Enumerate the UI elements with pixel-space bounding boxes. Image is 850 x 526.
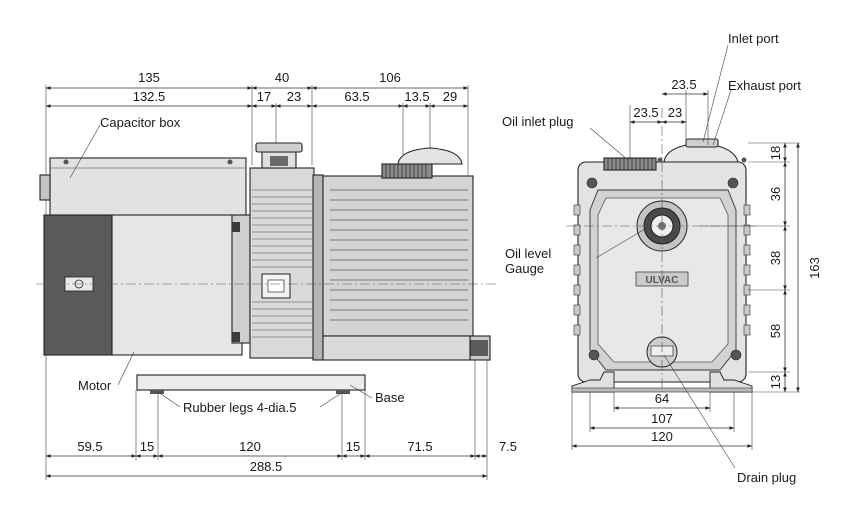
side-dim-total: 288.5: [250, 459, 283, 474]
side-dim-15-right: 15: [346, 439, 360, 454]
inlet-port-label: Inlet port: [728, 31, 779, 46]
front-dim-36: 36: [768, 187, 783, 201]
side-dim-120: 120: [239, 439, 261, 454]
side-dim-59-5: 59.5: [77, 439, 102, 454]
brand-logo: ULVAC: [646, 275, 679, 286]
front-dim-18: 18: [768, 146, 783, 160]
side-leaders: [69, 124, 373, 408]
exhaust-port-label: Exhaust port: [728, 78, 801, 93]
front-dim-23: 23: [668, 105, 682, 120]
gauge-label: Gauge: [505, 261, 544, 276]
front-dim-64: 64: [655, 391, 669, 406]
motor-body: [43, 204, 251, 356]
front-extension-lines: [571, 90, 800, 450]
side-dim-29: 29: [443, 89, 457, 104]
motor-label: Motor: [78, 378, 112, 393]
rubber-legs-label: Rubber legs 4-dia.5: [183, 400, 296, 415]
side-dim-106: 106: [379, 70, 401, 85]
side-dim-7-5: 7.5: [499, 439, 517, 454]
side-dim-13-5: 13.5: [404, 89, 429, 104]
capacitor-box-label: Capacitor box: [100, 115, 181, 130]
drain-plug-label: Drain plug: [737, 470, 796, 485]
front-dim-23-5: 23.5: [633, 105, 658, 120]
side-dimension-lines: [45, 86, 488, 478]
front-view: ULVAC: [502, 31, 822, 485]
pump-flange: [249, 167, 330, 361]
side-dim-40: 40: [275, 70, 289, 85]
side-dim-17: 17: [257, 89, 271, 104]
front-dim-23-5-top: 23.5: [671, 77, 696, 92]
front-dim-58: 58: [768, 324, 783, 338]
front-dim-120: 120: [651, 429, 673, 444]
side-dim-132-5: 132.5: [133, 89, 166, 104]
side-dim-15-left: 15: [140, 439, 154, 454]
front-dim-38: 38: [768, 251, 783, 265]
side-dim-23: 23: [287, 89, 301, 104]
front-dim-107: 107: [651, 411, 673, 426]
front-dim-163: 163: [807, 257, 822, 279]
inlet-port-side: [255, 142, 303, 169]
pump-cylinder: [322, 175, 491, 361]
front-top-ports: [603, 138, 747, 171]
side-dim-71-5: 71.5: [407, 439, 432, 454]
front-leaders: [589, 44, 736, 469]
base-label: Base: [375, 390, 405, 405]
exhaust-port-knob-side: [381, 147, 463, 179]
side-dim-135: 135: [138, 70, 160, 85]
front-dim-13: 13: [768, 375, 783, 389]
side-view: 135 40 106 132.5 17 23 63.5 13.5 29 59.5…: [36, 70, 517, 480]
base-plate: [136, 374, 366, 394]
oil-inlet-plug-label: Oil inlet plug: [502, 114, 574, 129]
oil-level-label: Oil level: [505, 246, 551, 261]
side-dim-63-5: 63.5: [344, 89, 369, 104]
front-dimension-lines: [571, 92, 800, 448]
capacitor-box: [39, 157, 247, 216]
